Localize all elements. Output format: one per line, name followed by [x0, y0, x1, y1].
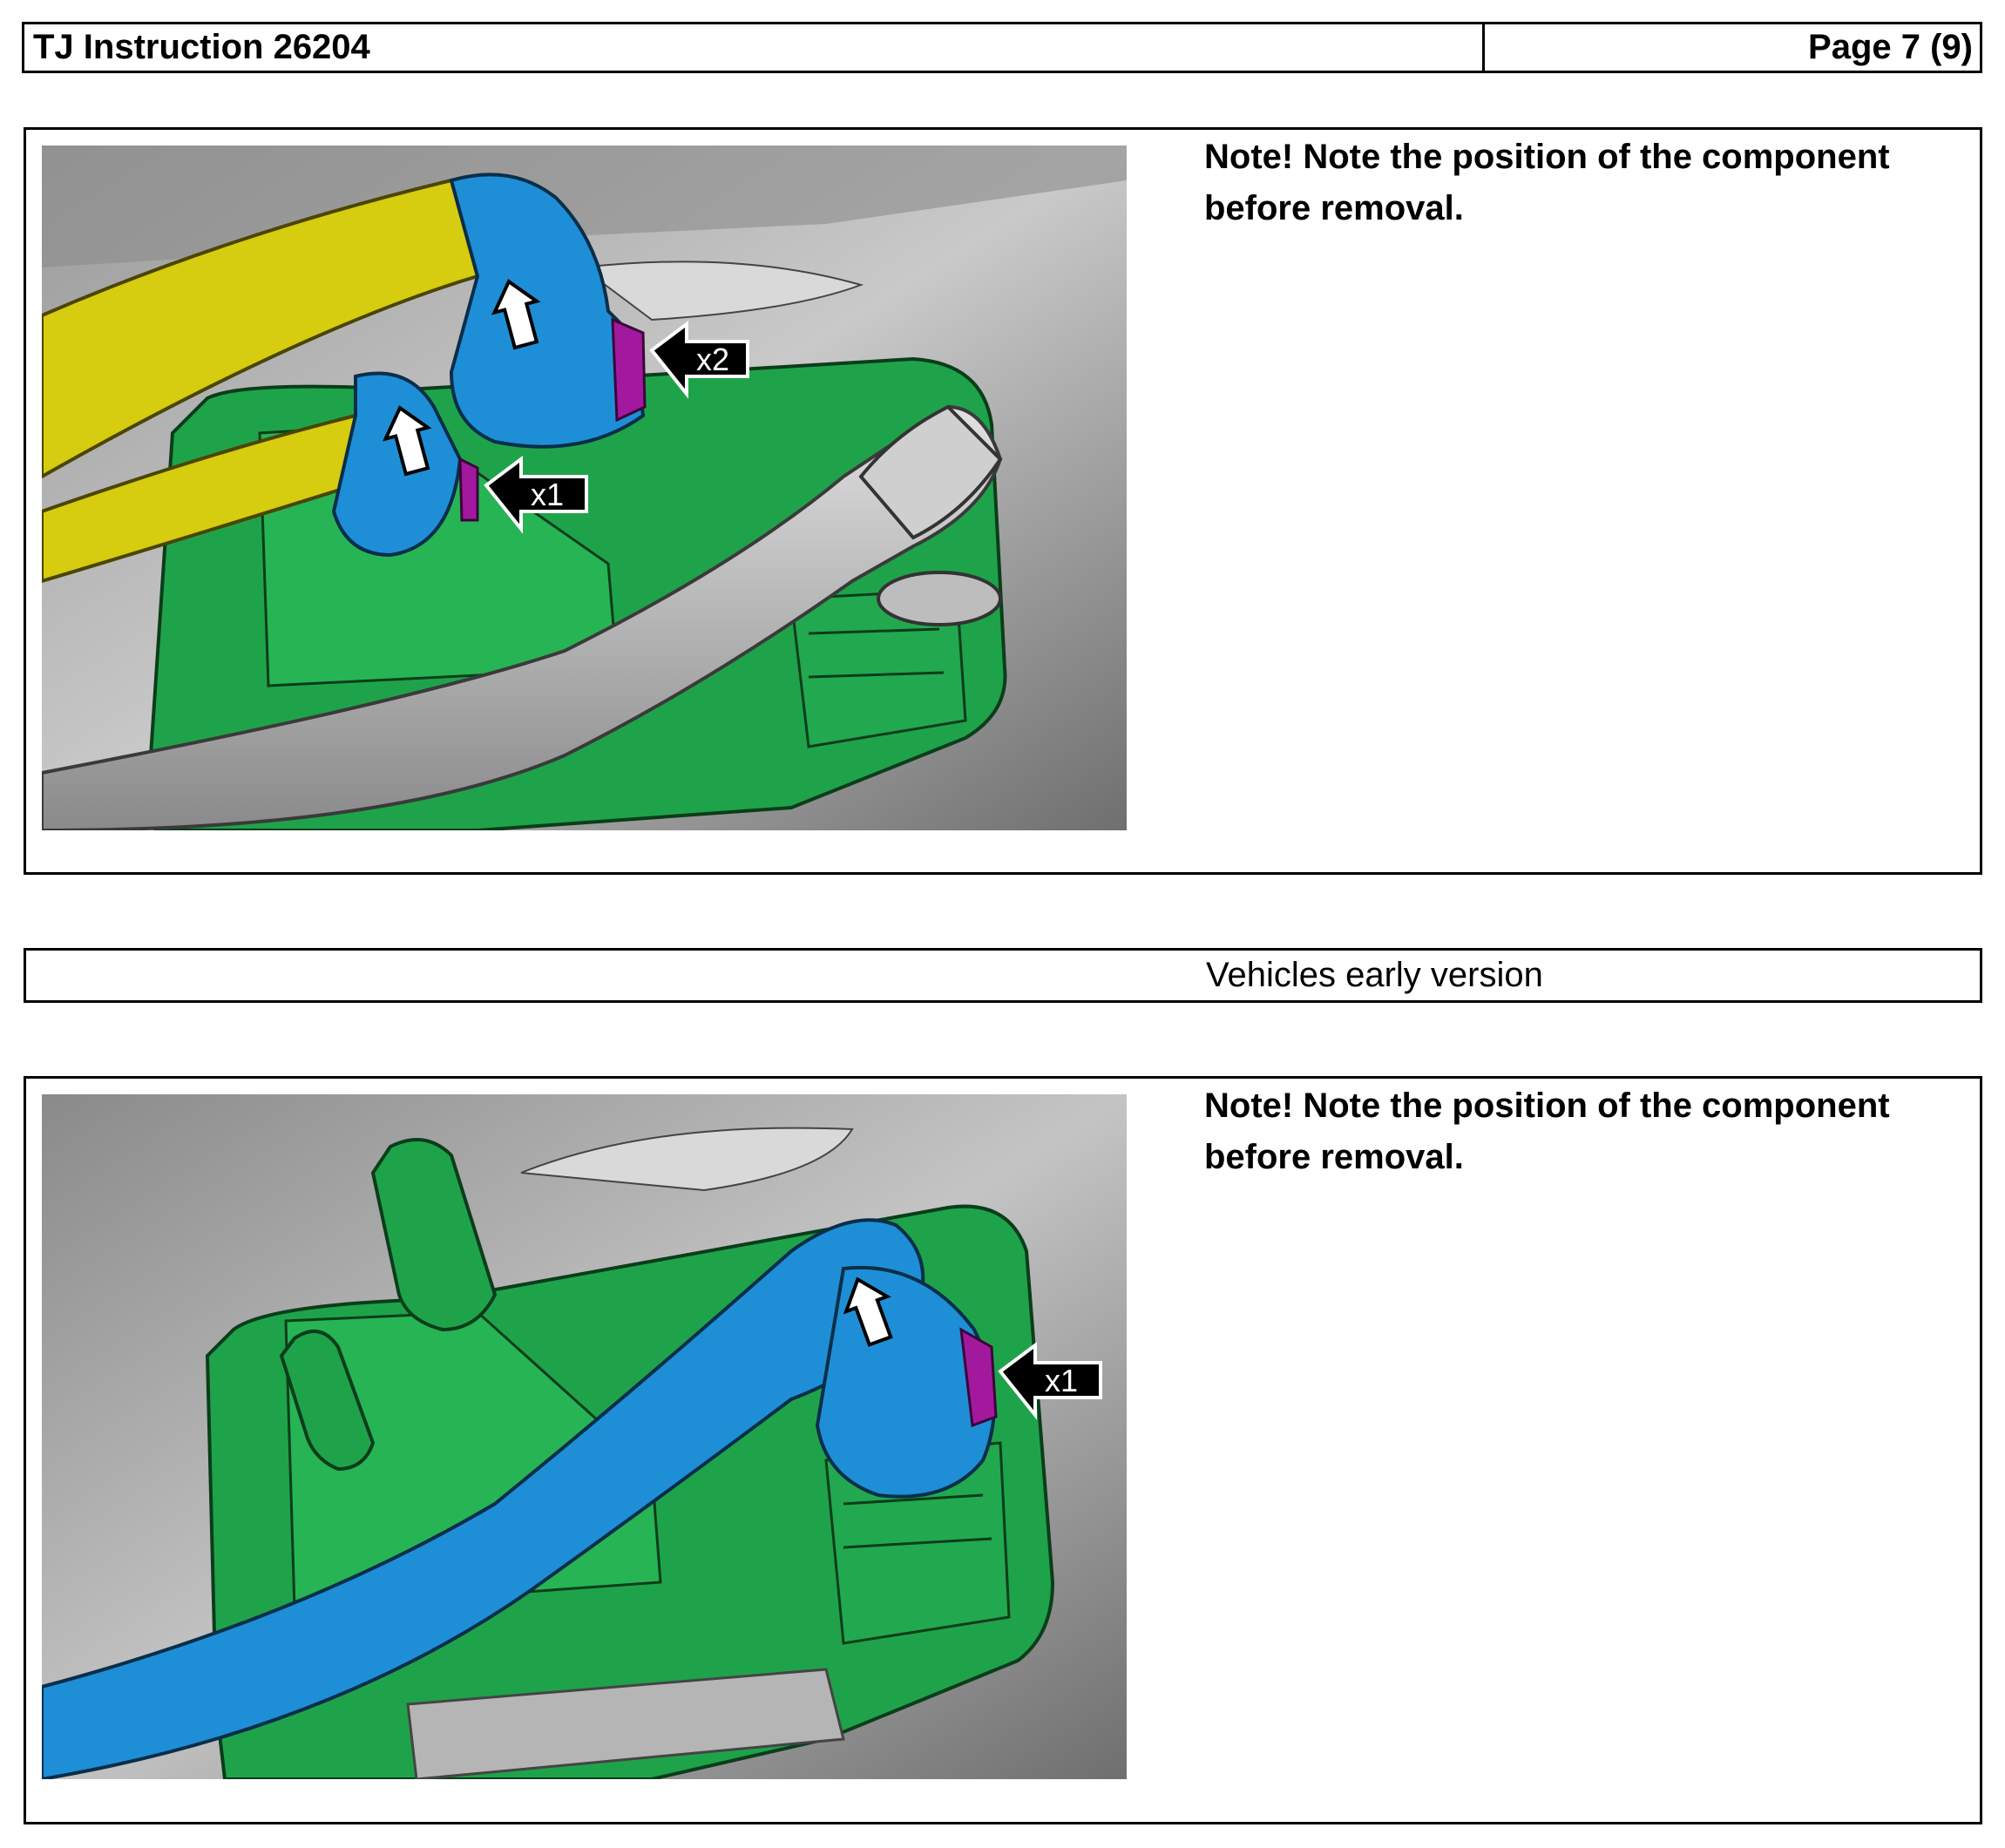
document-title: TJ Instruction 26204	[24, 24, 1485, 71]
svg-text:x1: x1	[531, 477, 564, 512]
instruction-step-1: x2 x1 Note! Note the position of the com…	[24, 127, 1982, 875]
callout-x1: x1	[998, 1342, 1102, 1420]
callout-x2: x2	[649, 321, 749, 399]
callout-x1: x1	[484, 456, 588, 534]
step-note: Note! Note the position of the component…	[1204, 1086, 1890, 1176]
variant-label: Vehicles early version	[1206, 956, 1543, 994]
illustration-blue-hose: x1	[42, 1094, 1127, 1779]
variant-label-box: Vehicles early version	[24, 948, 1982, 1003]
illustration-two-hoses: x2 x1	[42, 146, 1127, 830]
instruction-step-2: x1 Note! Note the position of the compon…	[24, 1076, 1982, 1824]
svg-text:x1: x1	[1045, 1363, 1078, 1398]
document-header: TJ Instruction 26204 Page 7 (9)	[22, 22, 1982, 73]
step-note: Note! Note the position of the component…	[1204, 138, 1890, 227]
page-number: Page 7 (9)	[1808, 28, 1973, 66]
svg-text:x2: x2	[696, 342, 729, 377]
